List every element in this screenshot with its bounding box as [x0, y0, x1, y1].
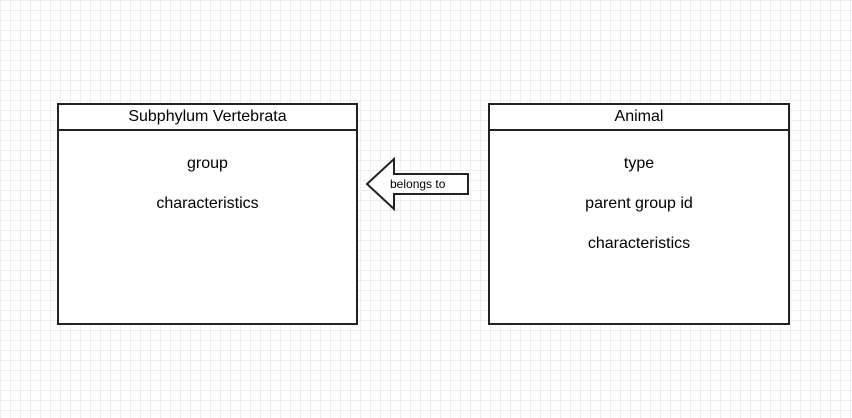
- arrow-shape: [365, 156, 469, 212]
- relation-label: belongs to: [390, 177, 446, 191]
- relation-arrow[interactable]: [364, 156, 470, 212]
- entity-field: characteristics: [156, 195, 259, 212]
- entity-field: type: [623, 155, 655, 172]
- entity-field: parent group id: [585, 195, 693, 212]
- entity-title: Subphylum Vertebrata: [59, 105, 356, 131]
- entity-field: characteristics: [587, 235, 691, 252]
- entity-animal[interactable]: Animal type parent group id characterist…: [488, 103, 790, 325]
- entity-subphylum-vertebrata[interactable]: Subphylum Vertebrata group characteristi…: [57, 103, 358, 325]
- entity-field: group: [187, 155, 228, 172]
- entity-title: Animal: [490, 105, 788, 131]
